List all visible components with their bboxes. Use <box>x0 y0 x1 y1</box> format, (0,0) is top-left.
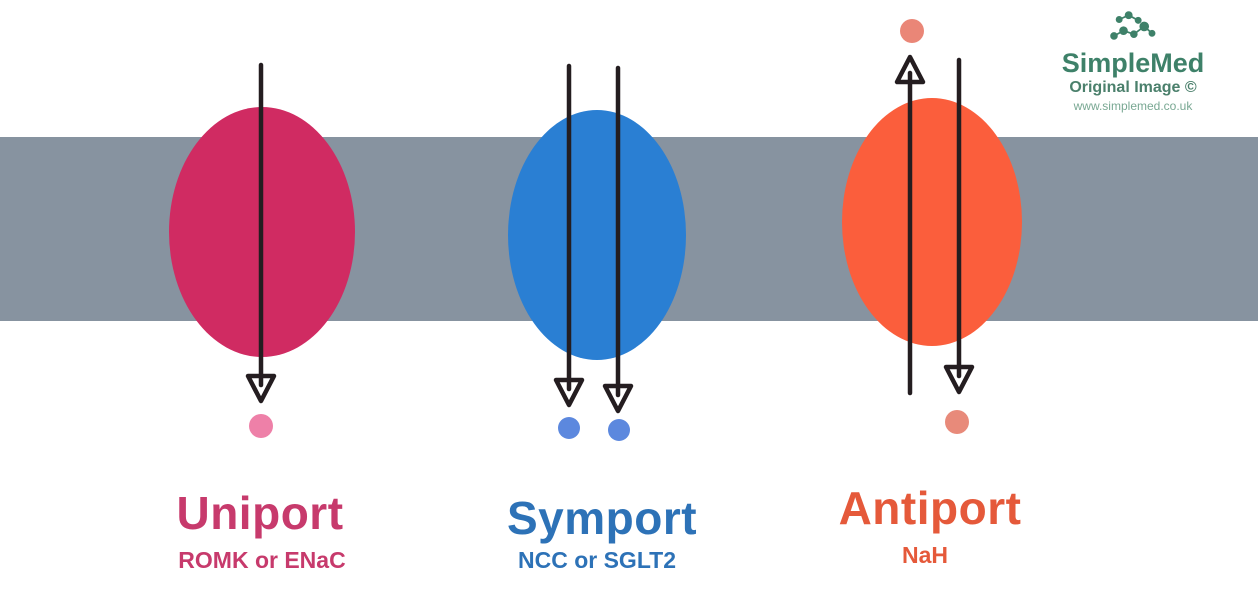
logo-tagline: Original Image © <box>1069 79 1197 96</box>
uniport-down-arrow-icon <box>245 62 277 404</box>
antiport-transporter-shape <box>842 98 1022 346</box>
symport-down-arrow-left-icon <box>553 63 585 408</box>
logo-url: www.simplemed.co.uk <box>1073 99 1193 113</box>
symport-title: Symport <box>506 492 698 544</box>
uniport-subtitle: ROMK or ENaC <box>178 547 346 573</box>
molecule-network-icon <box>1110 11 1156 40</box>
symport-subtitle: NCC or SGLT2 <box>517 547 677 573</box>
symport-transporter-shape <box>508 110 686 360</box>
symport-down-arrow-right-icon <box>602 65 634 414</box>
logo-wordmark: SimpleMed <box>1061 48 1205 78</box>
uniport-title: Uniport <box>176 487 344 539</box>
antiport-molecule-dot-top <box>900 19 924 43</box>
antiport-down-arrow-icon <box>943 57 975 395</box>
simplemed-logo: SimpleMed Original Image © www.simplemed… <box>1043 10 1223 112</box>
uniport-molecule-dot <box>249 414 273 438</box>
arrow-group <box>245 54 975 414</box>
antiport-up-arrow-icon <box>894 54 926 396</box>
antiport-subtitle: NaH <box>901 542 949 568</box>
symport-molecule-dot-right <box>608 419 630 441</box>
antiport-molecule-dot-bottom <box>945 410 969 434</box>
symport-molecule-dot-left <box>558 417 580 439</box>
antiport-title: Antiport <box>838 482 1022 534</box>
